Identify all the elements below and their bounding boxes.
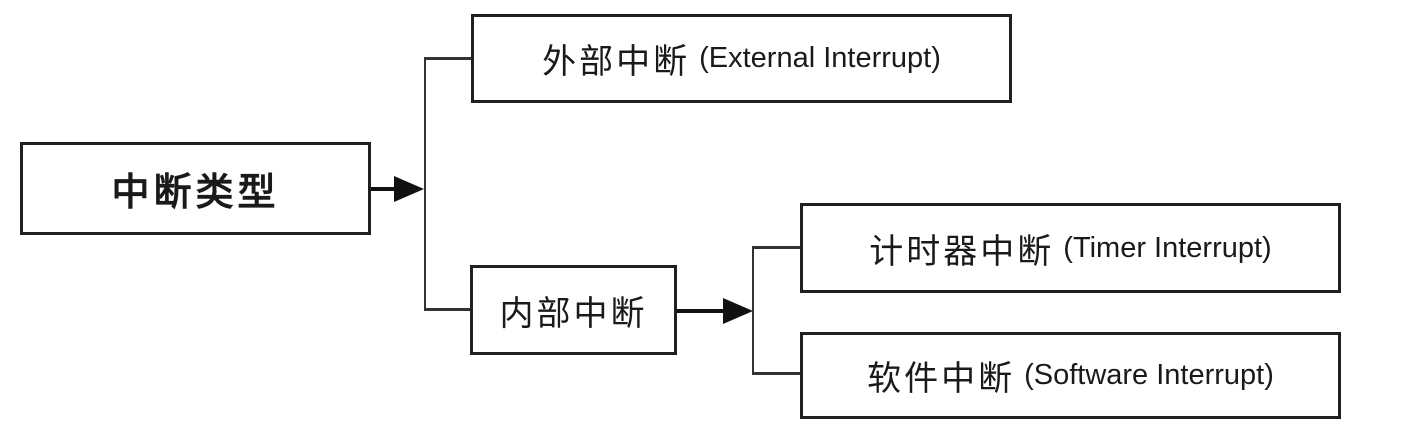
connector-split1-vertical bbox=[424, 57, 426, 311]
node-external-interrupt-label: 外部中断 bbox=[542, 44, 691, 81]
arrowhead-root-icon bbox=[394, 176, 424, 202]
node-external-interrupt-label-en: (External Interrupt) bbox=[699, 42, 941, 74]
connector-root-shaft bbox=[371, 187, 399, 191]
node-timer-interrupt-label: 计时器中断 bbox=[869, 233, 1055, 271]
node-software-interrupt-label-en: (Software Interrupt) bbox=[1024, 359, 1274, 391]
connector-split2-top bbox=[752, 246, 800, 249]
node-internal-interrupt: 内部中断 bbox=[470, 265, 677, 355]
node-interrupt-types-label: 中断类型 bbox=[111, 172, 280, 214]
node-timer-interrupt: 计时器中断(Timer Interrupt) bbox=[800, 203, 1341, 293]
node-software-interrupt-label: 软件中断 bbox=[867, 361, 1016, 398]
arrowhead-internal-icon bbox=[723, 298, 753, 324]
connector-split2-bottom bbox=[752, 372, 800, 375]
node-software-interrupt: 软件中断(Software Interrupt) bbox=[800, 332, 1341, 419]
connector-internal-shaft bbox=[677, 309, 725, 313]
node-internal-interrupt-label: 内部中断 bbox=[499, 295, 648, 333]
node-timer-interrupt-label-en: (Timer Interrupt) bbox=[1063, 231, 1272, 264]
node-interrupt-types: 中断类型 bbox=[20, 142, 371, 235]
connector-split1-bottom bbox=[424, 308, 470, 311]
connector-split1-top bbox=[424, 57, 471, 60]
node-external-interrupt: 外部中断(External Interrupt) bbox=[471, 14, 1012, 103]
connector-split2-vertical bbox=[752, 246, 754, 375]
